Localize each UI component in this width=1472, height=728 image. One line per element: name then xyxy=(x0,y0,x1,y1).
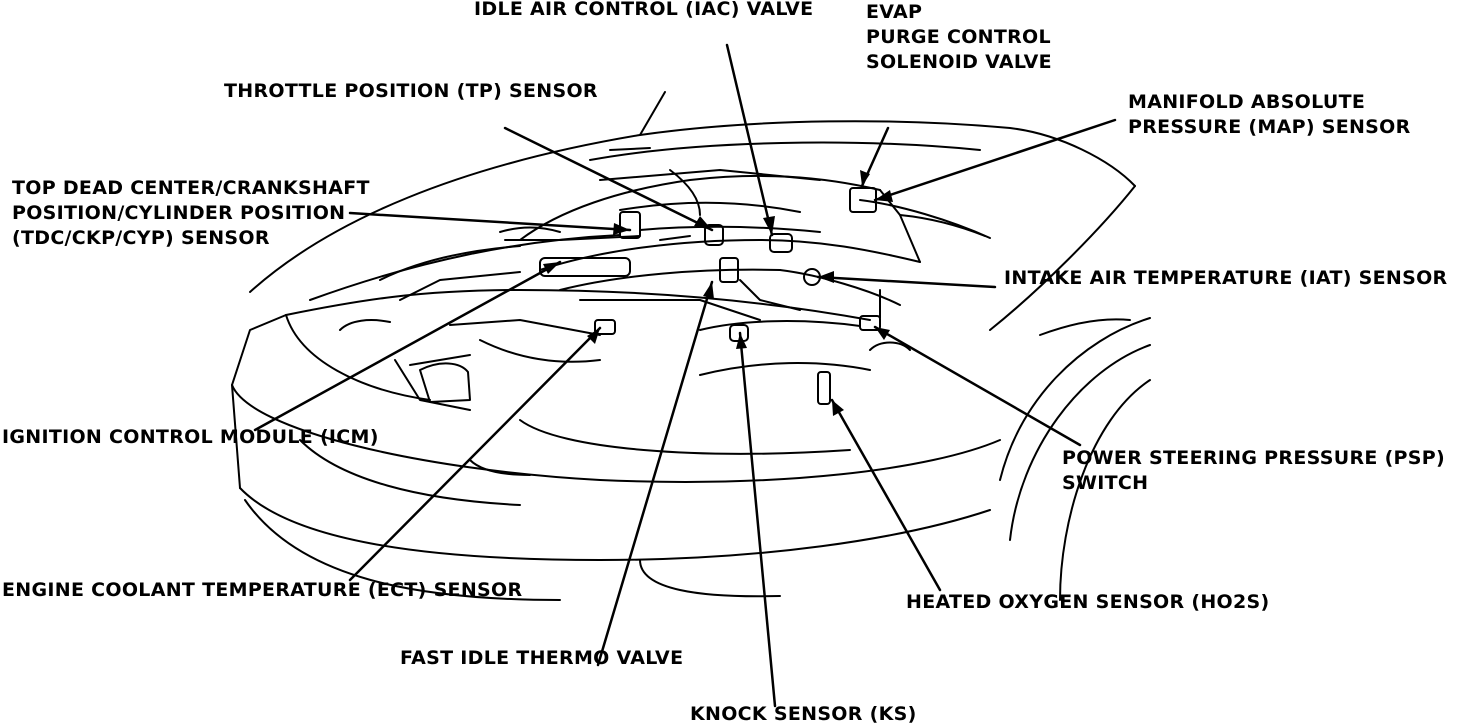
engine-block-outline xyxy=(520,170,990,330)
component-shapes xyxy=(340,188,910,404)
label-engine-coolant-temperature-sensor: ENGINE COOLANT TEMPERATURE (ECT) SENSOR xyxy=(2,578,522,603)
radiator-support-outline xyxy=(286,235,870,410)
label-ignition-control-module: IGNITION CONTROL MODULE (ICM) xyxy=(2,425,379,450)
label-evap-purge-control-solenoid-valve: EVAP PURGE CONTROL SOLENOID VALVE xyxy=(866,0,1052,75)
label-knock-sensor: KNOCK SENSOR (KS) xyxy=(690,702,917,727)
label-intake-air-temperature-sensor: INTAKE AIR TEMPERATURE (IAT) SENSOR xyxy=(1004,266,1448,291)
label-tdc-ckp-cyp-sensor: TOP DEAD CENTER/CRANKSHAFT POSITION/CYLI… xyxy=(12,176,370,251)
arrow-heads xyxy=(543,170,893,416)
label-power-steering-pressure-switch: POWER STEERING PRESSURE (PSP) SWITCH xyxy=(1062,446,1445,496)
right-fender-outline xyxy=(990,186,1150,600)
label-manifold-absolute-pressure-sensor: MANIFOLD ABSOLUTE PRESSURE (MAP) SENSOR xyxy=(1128,90,1411,140)
label-throttle-position-sensor: THROTTLE POSITION (TP) SENSOR xyxy=(224,79,598,104)
label-idle-air-control-valve: IDLE AIR CONTROL (IAC) VALVE xyxy=(474,0,813,22)
front-bumper-outline xyxy=(232,315,1000,600)
label-fast-idle-thermo-valve: FAST IDLE THERMO VALVE xyxy=(400,646,683,671)
label-heated-oxygen-sensor: HEATED OXYGEN SENSOR (HO2S) xyxy=(906,590,1269,615)
